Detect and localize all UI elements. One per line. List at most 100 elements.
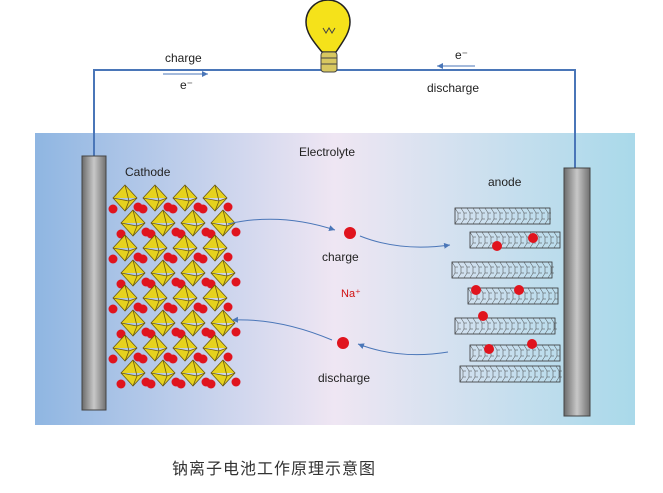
crystal-octahedron bbox=[172, 284, 198, 312]
crystal-octahedron bbox=[180, 259, 206, 287]
sodium-ion bbox=[168, 304, 178, 314]
crystal-octahedron bbox=[172, 234, 198, 262]
sodium-ion bbox=[108, 354, 118, 364]
crystal-octahedron bbox=[112, 334, 138, 362]
sodium-ion bbox=[168, 204, 178, 214]
sodium-ion bbox=[168, 254, 178, 264]
sodium-ion bbox=[146, 229, 156, 239]
sodium-ion bbox=[108, 204, 118, 214]
sodium-ion bbox=[484, 344, 494, 354]
charge-arrow-right bbox=[359, 235, 451, 249]
crystal-octahedron bbox=[210, 359, 236, 387]
crystal-octahedron bbox=[172, 334, 198, 362]
crystal-octahedron bbox=[142, 234, 168, 262]
sodium-ion bbox=[223, 202, 233, 212]
crystal-octahedron bbox=[142, 284, 168, 312]
sodium-ion bbox=[138, 254, 148, 264]
sodium-ion bbox=[206, 329, 216, 339]
cathode-electrode bbox=[81, 155, 107, 411]
anode-label: anode bbox=[488, 175, 522, 189]
crystal-octahedron bbox=[202, 234, 228, 262]
sodium-ion-discharge bbox=[337, 337, 349, 349]
crystal-octahedron bbox=[202, 184, 228, 212]
discharge-arrow-right bbox=[357, 343, 449, 356]
sodium-ion bbox=[528, 233, 538, 243]
discharge-electron-label: e⁻ bbox=[455, 48, 469, 62]
crystal-octahedron bbox=[180, 209, 206, 237]
diagram-caption: 钠离子电池工作原理示意图 bbox=[172, 459, 377, 478]
sodium-ion bbox=[146, 379, 156, 389]
cathode-label: Cathode bbox=[125, 165, 171, 179]
crystal-octahedron bbox=[150, 209, 176, 237]
ion-discharge-label: discharge bbox=[318, 371, 371, 385]
sodium-ion bbox=[108, 304, 118, 314]
sodium-ion bbox=[198, 204, 208, 214]
charge-electron-label: e⁻ bbox=[180, 78, 194, 92]
anode-electrode bbox=[563, 167, 591, 417]
sodium-ion bbox=[492, 241, 502, 251]
crystal-octahedron bbox=[120, 359, 146, 387]
sodium-ion bbox=[206, 229, 216, 239]
crystal-octahedron bbox=[150, 259, 176, 287]
graphene-sheet bbox=[454, 317, 557, 335]
cathode-crystal-structure bbox=[108, 184, 241, 389]
sodium-ion bbox=[146, 329, 156, 339]
sodium-ion bbox=[176, 329, 186, 339]
crystal-octahedron bbox=[180, 359, 206, 387]
crystal-octahedron bbox=[172, 184, 198, 212]
sodium-ion bbox=[176, 229, 186, 239]
charge-label: charge bbox=[165, 51, 202, 65]
crystal-octahedron bbox=[210, 259, 236, 287]
graphene-sheet bbox=[451, 261, 554, 279]
sodium-ion bbox=[116, 379, 126, 389]
graphene-sheet bbox=[459, 365, 562, 383]
crystal-octahedron bbox=[142, 184, 168, 212]
sodium-ion bbox=[138, 304, 148, 314]
sodium-ion bbox=[223, 302, 233, 312]
sodium-ion bbox=[527, 339, 537, 349]
sodium-ion-charge bbox=[344, 227, 356, 239]
graphene-sheet bbox=[469, 344, 561, 362]
sodium-ion bbox=[198, 304, 208, 314]
crystal-octahedron bbox=[202, 334, 228, 362]
charge-arrow-left bbox=[227, 218, 336, 231]
graphene-sheet bbox=[467, 287, 559, 305]
graphene-sheet bbox=[454, 207, 551, 225]
discharge-arrow-left bbox=[231, 316, 333, 341]
crystal-octahedron bbox=[112, 234, 138, 262]
sodium-ion bbox=[198, 354, 208, 364]
lightbulb-icon bbox=[305, 0, 351, 73]
sodium-ion bbox=[168, 354, 178, 364]
crystal-octahedron bbox=[210, 309, 236, 337]
sodium-ion bbox=[231, 377, 241, 387]
crystal-octahedron bbox=[210, 209, 236, 237]
crystal-octahedron bbox=[180, 309, 206, 337]
sodium-ion bbox=[231, 327, 241, 337]
sodium-ion bbox=[223, 252, 233, 262]
crystal-octahedron bbox=[120, 209, 146, 237]
crystal-octahedron bbox=[112, 284, 138, 312]
sodium-ion bbox=[231, 277, 241, 287]
sodium-ion bbox=[176, 279, 186, 289]
crystal-octahedron bbox=[120, 309, 146, 337]
sodium-ion bbox=[198, 254, 208, 264]
sodium-ion bbox=[206, 379, 216, 389]
graphene-sheet bbox=[469, 231, 561, 249]
sodium-ion bbox=[116, 329, 126, 339]
crystal-octahedron bbox=[112, 184, 138, 212]
sodium-ion bbox=[108, 254, 118, 264]
crystal-octahedron bbox=[150, 309, 176, 337]
sodium-ion bbox=[116, 279, 126, 289]
sodium-ion bbox=[116, 229, 126, 239]
sodium-ion bbox=[138, 354, 148, 364]
crystal-octahedron bbox=[142, 334, 168, 362]
crystal-octahedron bbox=[202, 284, 228, 312]
sodium-ion bbox=[471, 285, 481, 295]
sodium-ion bbox=[206, 279, 216, 289]
anode-graphene-layers bbox=[451, 207, 562, 383]
crystal-octahedron bbox=[120, 259, 146, 287]
sodium-ion-label: Na⁺ bbox=[341, 288, 361, 300]
sodium-ion bbox=[176, 379, 186, 389]
